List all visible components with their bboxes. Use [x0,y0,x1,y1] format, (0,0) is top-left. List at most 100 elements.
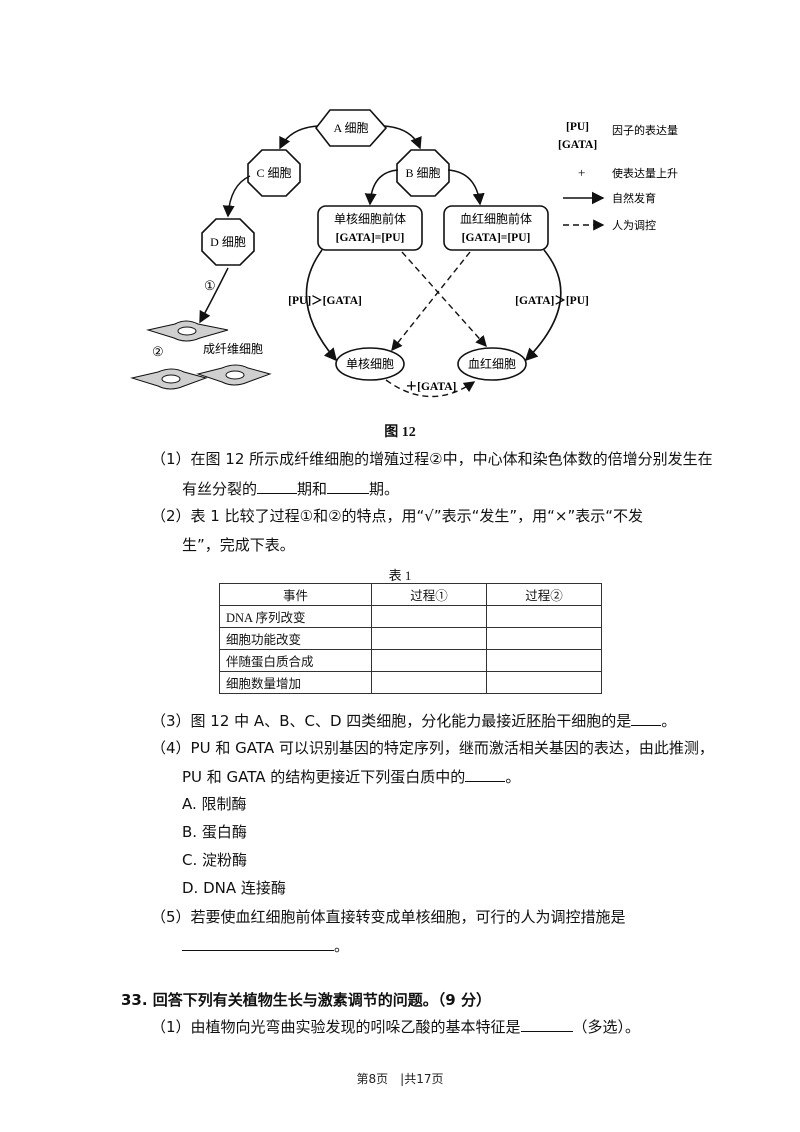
ery-precursor-box [443,205,549,251]
q3-blank[interactable] [631,710,662,726]
node-a-shape [314,109,388,147]
q5-line1: （5）若要使血红细胞前体直接转变成单核细胞，可行的人为调控措施是 [151,908,626,926]
arrow-mono-pre-to-mono [305,249,338,362]
q4-end: 。 [505,768,521,786]
table-row-event: 细胞数量增加 [219,671,372,694]
table-header-event: 事件 [219,583,372,606]
q1-line1: （1）在图 12 所示成纤维细胞的增殖过程②中，中心体和染色体数的倍增分别发生在 [151,450,713,468]
node-b-label: B 细胞 [405,166,440,180]
q2-line1: （2）表 1 比较了过程①和②的特点，用“√”表示“发生”，用“×”表示“不发 [151,507,644,525]
step-2-label: ② [152,344,164,359]
node-c-label: C 细胞 [256,166,291,180]
figure-caption: 图 12 [384,425,416,440]
legend-solid-desc: 自然发育 [612,191,656,205]
label-gata-gt-pu: [GATA]＞[PU] [515,294,589,307]
ery-precursor-eq: [GATA]=[PU] [462,232,531,244]
q1-text-b: 期和 [297,480,328,498]
legend-pu: [PU] [566,121,589,133]
q1-text-c: 期。 [369,480,400,498]
table-cell-process-1[interactable] [371,627,487,650]
dashed-arrow-mono-pre-to-ery [401,251,487,348]
ery-precursor-title: 血红细胞前体 [460,211,532,226]
table-1: 事件 过程① 过程② DNA 序列改变 细胞功能改变 伴随蛋白质合成 细胞数量增… [219,583,602,694]
q1-line2: 有丝分裂的 期和 期。 [182,478,399,499]
q1-blank-1[interactable] [257,478,298,494]
fibroblast-cell-right [196,364,272,386]
dashed-arrow-ery-pre-to-mono [391,251,471,352]
ery-cell-label: 血红细胞 [468,356,516,371]
mono-cell-label: 单核细胞 [346,357,394,371]
figure-12-diagram: A 细胞 C 细胞 B 细胞 D 细胞 单核细胞前体 [GATA]=[PU] 血… [130,109,678,398]
q4-text: PU 和 GATA 的结构更接近下列蛋白质中的 [182,768,466,786]
table-row: DNA 序列改变 [219,605,602,628]
table-row: 伴随蛋白质合成 [219,649,602,672]
table-cell-process-2[interactable] [486,671,602,694]
node-c-shape [247,149,301,197]
q2-line2: 生”，完成下表。 [182,536,295,554]
legend-gata: [GATA] [558,139,597,151]
q1-blank-2[interactable] [327,478,370,494]
mono-precursor-title: 单核细胞前体 [334,211,406,226]
q4-line1: （4）PU 和 GATA 可以识别基因的特定序列，继而激活相关基因的表达，由此推… [151,739,714,757]
node-d-label: D 细胞 [210,235,246,249]
table-row: 细胞功能改变 [219,627,602,650]
q4-option-a[interactable]: A. 限制酶 [182,795,247,813]
arrow-a-to-b [383,125,422,150]
arrow-b-to-mono-pre [364,169,399,206]
table-cell-process-1[interactable] [371,649,487,672]
table-row-event: 伴随蛋白质合成 [219,649,372,672]
q3-text: （3）图 12 中 A、B、C、D 四类细胞，分化能力最接近胚胎干细胞的是 [151,712,632,730]
s33-q1-line: （1）由植物向光弯曲实验发现的吲哚乙酸的基本特征是 （多选）。 [151,1016,640,1037]
table-header-process-1: 过程① [371,583,487,606]
dashed-arrow-mono-to-ery [385,379,476,398]
legend-plus: + [578,165,585,180]
legend-dashed-desc: 人为调控 [612,218,656,232]
q4-blank[interactable] [465,766,506,782]
node-d-shape [201,218,255,266]
table-title: 表 1 [388,568,412,583]
label-plus-gata: ＋[GATA] [406,380,457,393]
ery-cell-shape [457,347,527,381]
table-row-event: 细胞功能改变 [219,627,372,650]
mono-cell-shape [335,347,405,381]
q5-blank[interactable] [182,935,334,951]
legend: [PU] [GATA] 因子的表达量 + 使表达量上升 自然发育 人为调控 [558,121,678,232]
q4-option-b[interactable]: B. 蛋白酶 [182,823,247,841]
mono-precursor-box [317,205,423,251]
table-header-row: 事件 过程① 过程② [219,583,602,606]
fibroblast-cell-top [146,320,229,342]
s33-q1-blank[interactable] [520,1016,573,1032]
table-cell-process-2[interactable] [486,605,602,628]
arrow-b-to-ery-pre [447,169,485,206]
step-1-label: ① [204,278,216,293]
arrow-d-to-fibroblast [199,267,229,324]
q5-end: 。 [334,937,350,955]
label-pu-gt-gata: [PU]＞[GATA] [288,294,362,307]
legend-factor-desc: 因子的表达量 [612,123,678,137]
mono-precursor-eq: [GATA]=[PU] [336,232,405,244]
fibroblast-label: 成纤维细胞 [203,342,263,356]
q4-option-d[interactable]: D. DNA 连接酶 [182,879,286,897]
fibroblast-cell-left [130,368,208,390]
table-cell-process-2[interactable] [486,649,602,672]
table-cell-process-1[interactable] [371,671,487,694]
section-33-title: 33. 回答下列有关植物生长与激素调节的问题。（9 分） [121,991,491,1009]
q4-line2: PU 和 GATA 的结构更接近下列蛋白质中的 。 [182,766,520,787]
q4-option-c[interactable]: C. 淀粉酶 [182,851,248,869]
q3-line: （3）图 12 中 A、B、C、D 四类细胞，分化能力最接近胚胎干细胞的是 。 [151,710,676,731]
arrow-c-to-d [222,175,251,218]
q5-line2: 。 [182,935,349,956]
arrow-ery-pre-to-ery [524,249,562,362]
arrow-a-to-c [279,125,319,150]
q3-end: 。 [661,712,677,730]
table-row-event: DNA 序列改变 [219,605,372,628]
legend-plus-desc: 使表达量上升 [612,166,678,180]
node-a-label: A 细胞 [333,121,368,135]
s33-q1-end: （多选）。 [572,1018,641,1036]
s33-q1-text: （1）由植物向光弯曲实验发现的吲哚乙酸的基本特征是 [151,1018,521,1036]
table-header-process-2: 过程② [486,583,602,606]
q1-text-a: 有丝分裂的 [182,480,258,498]
table-row: 细胞数量增加 [219,671,602,694]
table-cell-process-1[interactable] [371,605,487,628]
table-cell-process-2[interactable] [486,627,602,650]
